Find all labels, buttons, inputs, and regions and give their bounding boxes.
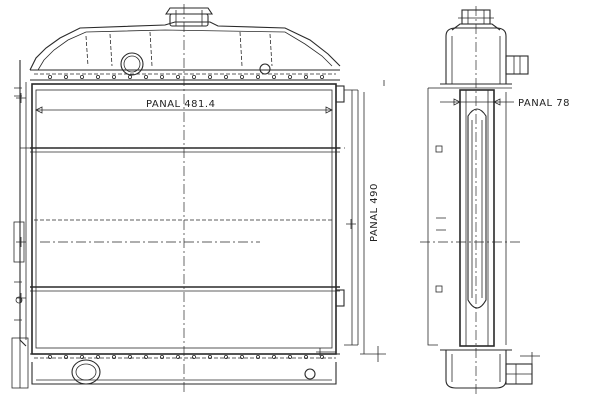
left-side-bracket — [11, 60, 29, 389]
width-dimension: PANAL 481.4 — [35, 99, 333, 114]
height-dimension: PANAL 490 — [360, 80, 386, 362]
front-center-lines — [20, 4, 345, 395]
side-view: PANAL 78 — [420, 6, 570, 395]
top-tank — [29, 21, 341, 81]
side-center-lines — [420, 6, 520, 395]
side-upper-tank — [440, 27, 529, 89]
filler-cap — [164, 7, 214, 27]
side-lower-tank — [440, 349, 540, 389]
width-dimension-label: PANAL 481.4 — [146, 99, 215, 110]
front-view: PANAL 481.4 PANAL 490 — [11, 4, 386, 395]
side-mount-brackets — [427, 87, 507, 346]
depth-dimension-label: PANAL 78 — [518, 98, 570, 109]
depth-dimension: PANAL 78 — [440, 92, 570, 110]
bottom-tank — [30, 348, 340, 385]
radiator-core — [16, 83, 359, 355]
side-core — [459, 89, 495, 347]
height-dimension-label: PANAL 490 — [369, 183, 380, 242]
